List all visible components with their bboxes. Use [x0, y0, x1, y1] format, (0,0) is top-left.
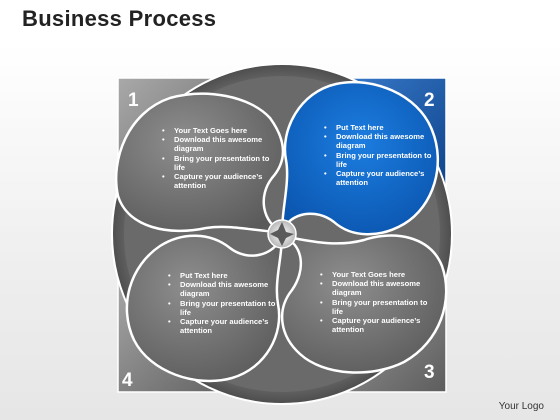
segment-1-bullets: Your Text Goes here Download this awesom… [162, 126, 272, 190]
segment-3-bullets: Your Text Goes here Download this awesom… [320, 270, 430, 334]
bullet-item: Put Text here [324, 123, 434, 132]
center-arrows-icon [270, 222, 294, 246]
bullet-item: Download this awesome diagram [162, 135, 272, 153]
bullet-item: Bring your presentation to life [320, 298, 430, 316]
segment-number-2: 2 [424, 90, 435, 111]
bullet-item: Bring your presentation to life [324, 151, 434, 169]
segment-2-bullets: Put Text here Download this awesome diag… [324, 123, 434, 187]
bullet-item: Capture your audience’s attention [168, 317, 278, 335]
bullet-item: Download this awesome diagram [324, 132, 434, 150]
bullet-item: Download this awesome diagram [320, 279, 430, 297]
segment-number-3: 3 [424, 362, 435, 383]
segment-number-4: 4 [122, 370, 133, 391]
company-logo-text: Your Logo [498, 401, 544, 412]
bullet-item: Your Text Goes here [162, 126, 272, 135]
slide-header: Business Process [0, 0, 560, 44]
bullet-item: Your Text Goes here [320, 270, 430, 279]
slide-title: Business Process [22, 6, 217, 31]
bullet-item: Bring your presentation to life [162, 154, 272, 172]
segment-4-bullets: Put Text here Download this awesome diag… [168, 271, 278, 335]
bullet-item: Capture your audience’s attention [320, 316, 430, 334]
bullet-item: Capture your audience’s attention [324, 169, 434, 187]
bullet-item: Put Text here [168, 271, 278, 280]
segment-number-1: 1 [128, 90, 139, 111]
bullet-item: Download this awesome diagram [168, 280, 278, 298]
bullet-item: Bring your presentation to life [168, 299, 278, 317]
bullet-item: Capture your audience’s attention [162, 172, 272, 190]
